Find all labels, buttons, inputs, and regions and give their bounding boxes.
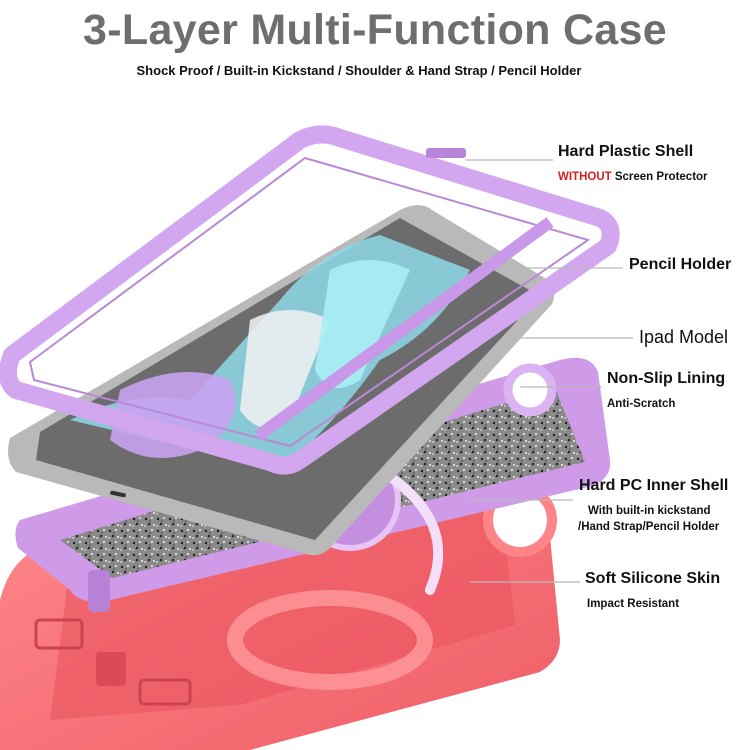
callout-hard-plastic-shell: Hard Plastic Shell [558,143,694,160]
hard-plastic-shell-layer [0,125,620,475]
screen-protector-text: Screen Protector [611,171,708,183]
callout-inner-shell-note-line1: With built-in kickstand [588,505,711,517]
feature-subtitle: Shock Proof / Built-in Kickstand / Shoul… [136,63,582,78]
callout-soft-silicone-skin: Soft Silicone Skin [585,570,721,587]
ipad-model-layer [8,205,555,556]
callout-non-slip-lining: Non-Slip Lining [607,370,726,387]
callout-hard-pc-inner-shell: Hard PC Inner Shell [579,477,729,494]
callout-pencil-holder: Pencil Holder [629,256,732,273]
callout-soft-silicone-skin-note: Impact Resistant [587,598,680,610]
without-warning: WITHOUT [558,171,612,183]
callout-ipad-model: Ipad Model [639,327,729,347]
product-title: 3-Layer Multi-Function Case [83,6,667,54]
callout-inner-shell-note-line2: /Hand Strap/Pencil Holder [578,521,720,533]
callout-leader-lines [465,159,633,583]
callout-hard-plastic-shell-note: WITHOUT Screen Protector [558,171,708,183]
callout-non-slip-lining-note: Anti-Scratch [607,398,676,410]
